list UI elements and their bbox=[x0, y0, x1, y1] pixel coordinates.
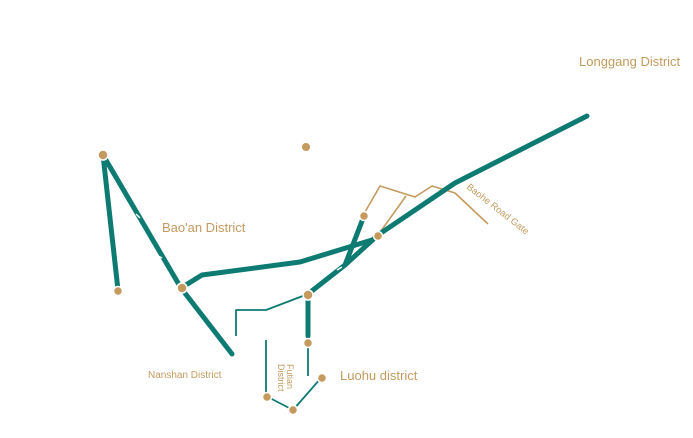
route-futian-west bbox=[235, 293, 309, 336]
node-futian-west[interactable] bbox=[261, 391, 273, 403]
label-luohu-district: Luohu district bbox=[340, 368, 418, 383]
node-gate-spur[interactable] bbox=[358, 210, 370, 222]
route-futian-loop bbox=[265, 340, 322, 411]
node-luohu[interactable] bbox=[316, 372, 328, 384]
label-futian-district-line2: District bbox=[276, 364, 286, 392]
node-west-branch-end[interactable] bbox=[112, 285, 124, 297]
route-gate-spur bbox=[342, 213, 367, 268]
gate-connector-line-a bbox=[364, 185, 489, 225]
route-tick-2 bbox=[157, 255, 163, 259]
main-routes bbox=[100, 113, 590, 357]
label-futian-district-line1: Futian bbox=[285, 364, 295, 389]
node-futian-south[interactable] bbox=[287, 404, 299, 416]
node-isolated[interactable] bbox=[302, 143, 310, 151]
map-nodes bbox=[97, 143, 384, 416]
route-tick-marks bbox=[135, 213, 343, 271]
label-nanshan-district: Nanshan District bbox=[148, 370, 222, 381]
route-baoan-center bbox=[178, 237, 375, 291]
map-labels: Longgang District Bao'an District Nansha… bbox=[148, 54, 681, 392]
label-baohe-road-gate: Baohe Road Gate bbox=[464, 182, 531, 237]
route-tick-1 bbox=[135, 213, 141, 219]
node-center-south[interactable] bbox=[302, 337, 314, 349]
gate-connector-line-b bbox=[377, 195, 407, 236]
node-baoan[interactable] bbox=[176, 282, 188, 294]
route-tick-3 bbox=[336, 266, 343, 271]
label-baoan-district: Bao'an District bbox=[162, 220, 246, 235]
node-center[interactable] bbox=[302, 289, 314, 301]
gate-connector-lines bbox=[364, 185, 489, 236]
node-baohe-road-gate[interactable] bbox=[372, 230, 384, 242]
secondary-routes bbox=[235, 293, 322, 411]
route-center-longgang bbox=[305, 113, 590, 297]
node-northwest[interactable] bbox=[97, 149, 109, 161]
route-baoan-nanshan bbox=[100, 152, 235, 357]
route-west-branch bbox=[100, 152, 121, 293]
label-longgang-district: Longgang District bbox=[579, 54, 681, 69]
